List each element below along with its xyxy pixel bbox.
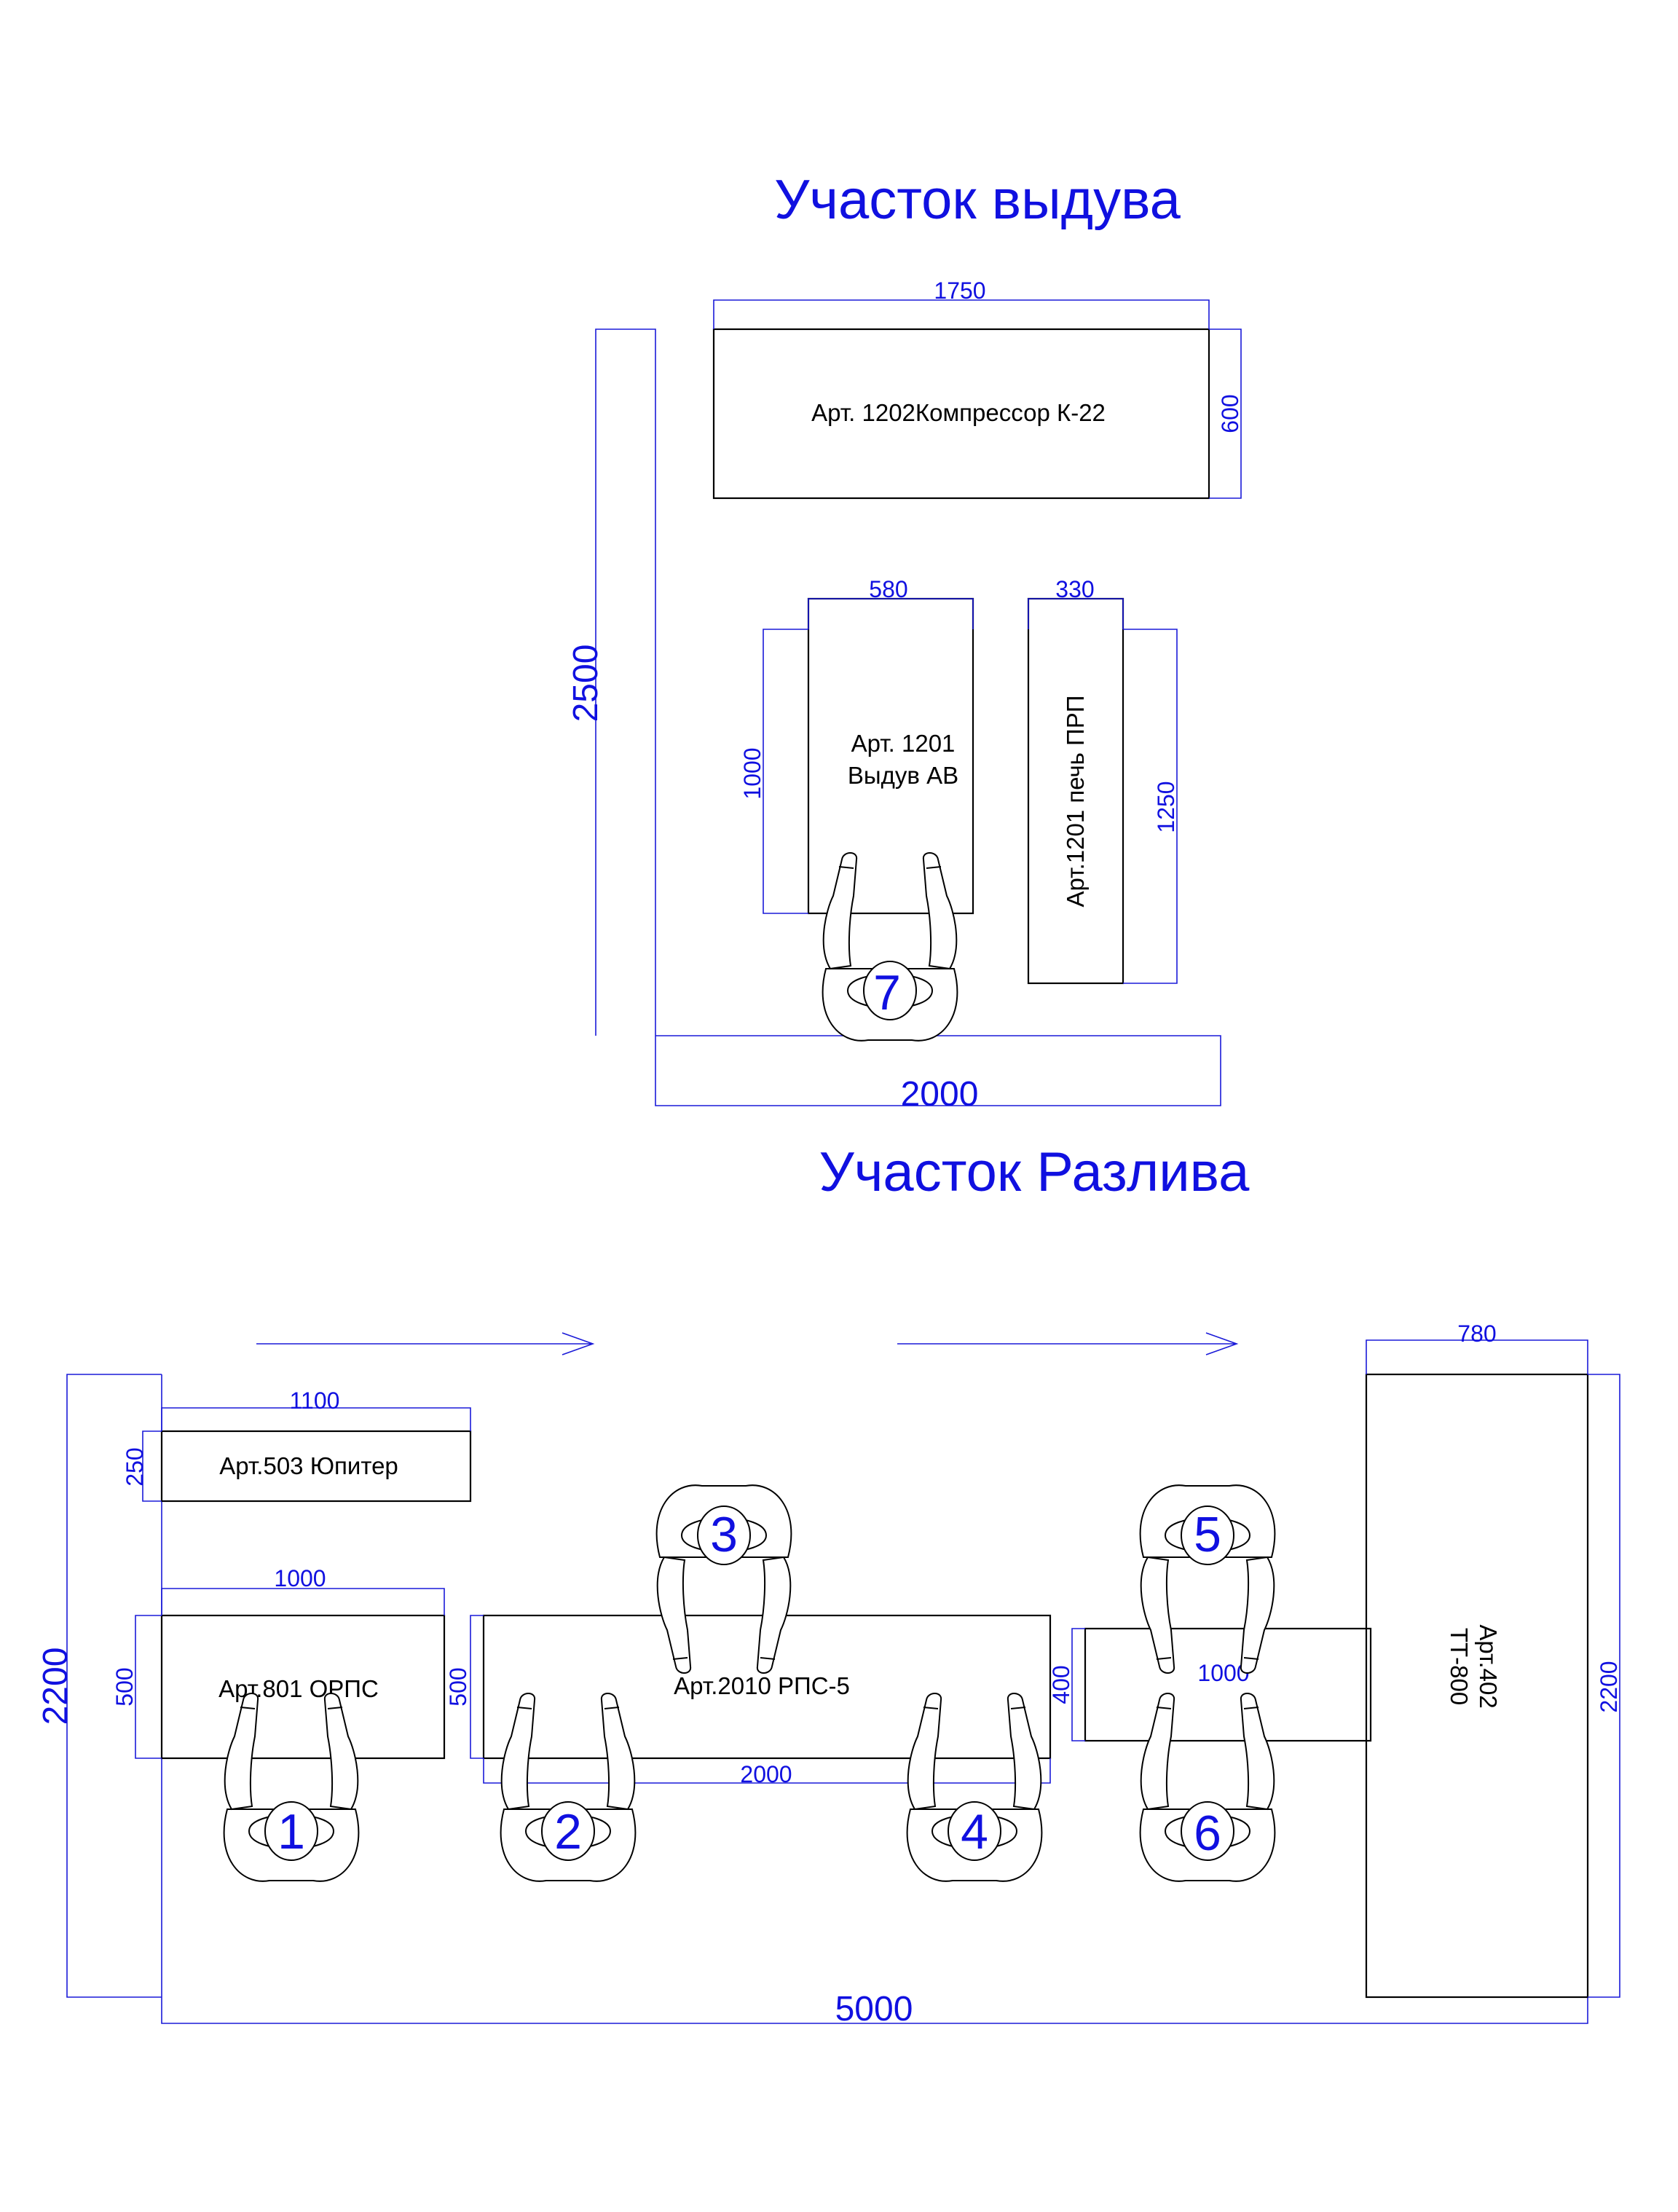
- blow-area-height-dim: 2500: [567, 645, 605, 723]
- flow-arrow-right-icon: [897, 1332, 1239, 1355]
- rps-machine: 500 2000 Арт.2010 РПС-5: [445, 1614, 1052, 1787]
- worker-6: 6: [1139, 1693, 1276, 1882]
- blow-area-title: Участок выдува: [774, 169, 1181, 231]
- worker-2: 2: [500, 1693, 637, 1882]
- oven-length-dim: 1250: [1153, 781, 1179, 833]
- worker-3: 3: [657, 1485, 792, 1673]
- worker-number: 6: [1194, 1806, 1221, 1861]
- rps-length-dim-line: [483, 1758, 1051, 1784]
- tt-machine: 780 2200 Арт.402 ТТ-800: [1365, 1320, 1622, 1999]
- jupiter-body: [160, 1430, 472, 1503]
- blower-length-dim: 1000: [739, 747, 765, 799]
- fill-area-width-dim: 5000: [835, 1990, 913, 2028]
- jupiter-label: Арт.503 Юпитер: [219, 1452, 398, 1479]
- rps-label: Арт.2010 РПС-5: [674, 1672, 850, 1699]
- fill-area-title: Участок Разлива: [819, 1141, 1250, 1203]
- oven-length-dim-line: [1123, 629, 1178, 984]
- tt-body: [1365, 1373, 1589, 1999]
- blower-label-line1: Арт. 1201: [851, 730, 956, 757]
- worker-number: 3: [710, 1507, 738, 1562]
- orps-depth-dim: 500: [111, 1667, 138, 1706]
- rps-depth-dim-line: [470, 1615, 484, 1759]
- jupiter-length-dim-line: [161, 1407, 471, 1431]
- orps-body: [160, 1614, 446, 1760]
- conveyor: 400 1000: [1048, 1627, 1372, 1742]
- blower-machine: 580 1000 Арт. 1201 Выдув АВ: [739, 576, 974, 915]
- worker-4: 4: [906, 1693, 1043, 1882]
- blow-area-width-dim: 2000: [901, 1075, 979, 1114]
- orps-depth-dim-line: [135, 1615, 162, 1759]
- conveyor-depth-dim-line: [1071, 1628, 1085, 1741]
- tt-length-dim: 2200: [1596, 1661, 1622, 1712]
- worker-number: 1: [277, 1804, 305, 1859]
- blower-length-dim-line: [763, 629, 808, 914]
- compressor-length-dim: 1750: [934, 278, 985, 304]
- orps-label: Арт.801 ОРПС: [218, 1675, 379, 1702]
- fill-area-height-dim-line: [66, 1374, 162, 1998]
- rps-length-dim: 2000: [740, 1761, 792, 1787]
- jupiter-depth-dim-line: [142, 1430, 162, 1502]
- conveyor-depth-dim: 400: [1048, 1665, 1074, 1704]
- tt-width-dim: 780: [1457, 1320, 1496, 1347]
- jupiter-depth-dim: 250: [122, 1447, 148, 1486]
- jupiter-length-dim: 1100: [290, 1388, 340, 1414]
- flow-arrow-left-icon: [256, 1332, 595, 1355]
- compressor-label: Арт. 1202Компрессор К-22: [811, 399, 1106, 426]
- conveyor-body: [1084, 1627, 1372, 1742]
- compressor-depth-dim: 600: [1217, 394, 1243, 433]
- worker-number: 2: [554, 1804, 582, 1859]
- tt-label-line1: Арт.402: [1475, 1624, 1502, 1708]
- oven-width-dim-line: [1028, 598, 1124, 629]
- worker-5: 5: [1141, 1485, 1275, 1673]
- fill-area-height-dim: 2200: [36, 1648, 75, 1725]
- blow-area-height-dim-line: [595, 328, 1221, 1106]
- orps-length-dim-line: [161, 1588, 445, 1615]
- oven: 330 1250 Арт.1201 печь ПРП: [1027, 576, 1179, 985]
- orps-length-dim: 1000: [274, 1565, 326, 1591]
- rps-depth-dim: 500: [445, 1667, 471, 1706]
- compressor: 1750 600 Арт. 1202Компрессор К-22: [712, 278, 1243, 500]
- jupiter-machine: 1100 250 Арт.503 Юпитер: [122, 1388, 472, 1503]
- orps-machine: 1000 500 Арт.801 ОРПС: [111, 1565, 446, 1760]
- tt-label-line2: ТТ-800: [1446, 1628, 1473, 1705]
- worker-number: 5: [1194, 1507, 1221, 1562]
- blower-width-dim-line: [808, 598, 974, 629]
- worker-1: 1: [223, 1693, 360, 1882]
- oven-label: Арт.1201 печь ПРП: [1062, 696, 1089, 908]
- blower-label-line2: Выдув АВ: [848, 762, 958, 789]
- fill-area: 2200 5000 1100 250 Арт.503 Юпитер 1000 5…: [36, 1320, 1622, 2028]
- compressor-length-dim-line: [713, 299, 1210, 329]
- tt-width-dim-line: [1366, 1339, 1588, 1374]
- worker-number: 4: [961, 1804, 988, 1859]
- blow-area: 2500 2000 1750 600 Арт. 1202Компрессор К…: [567, 278, 1243, 1114]
- blower-width-dim: 580: [869, 576, 907, 602]
- compressor-body: [712, 328, 1210, 500]
- tt-length-dim-line: [1588, 1374, 1620, 1998]
- worker-7: 7: [822, 852, 958, 1042]
- oven-width-dim: 330: [1055, 576, 1094, 602]
- worker-number: 7: [873, 965, 901, 1020]
- compressor-depth-dim-line: [1209, 328, 1242, 499]
